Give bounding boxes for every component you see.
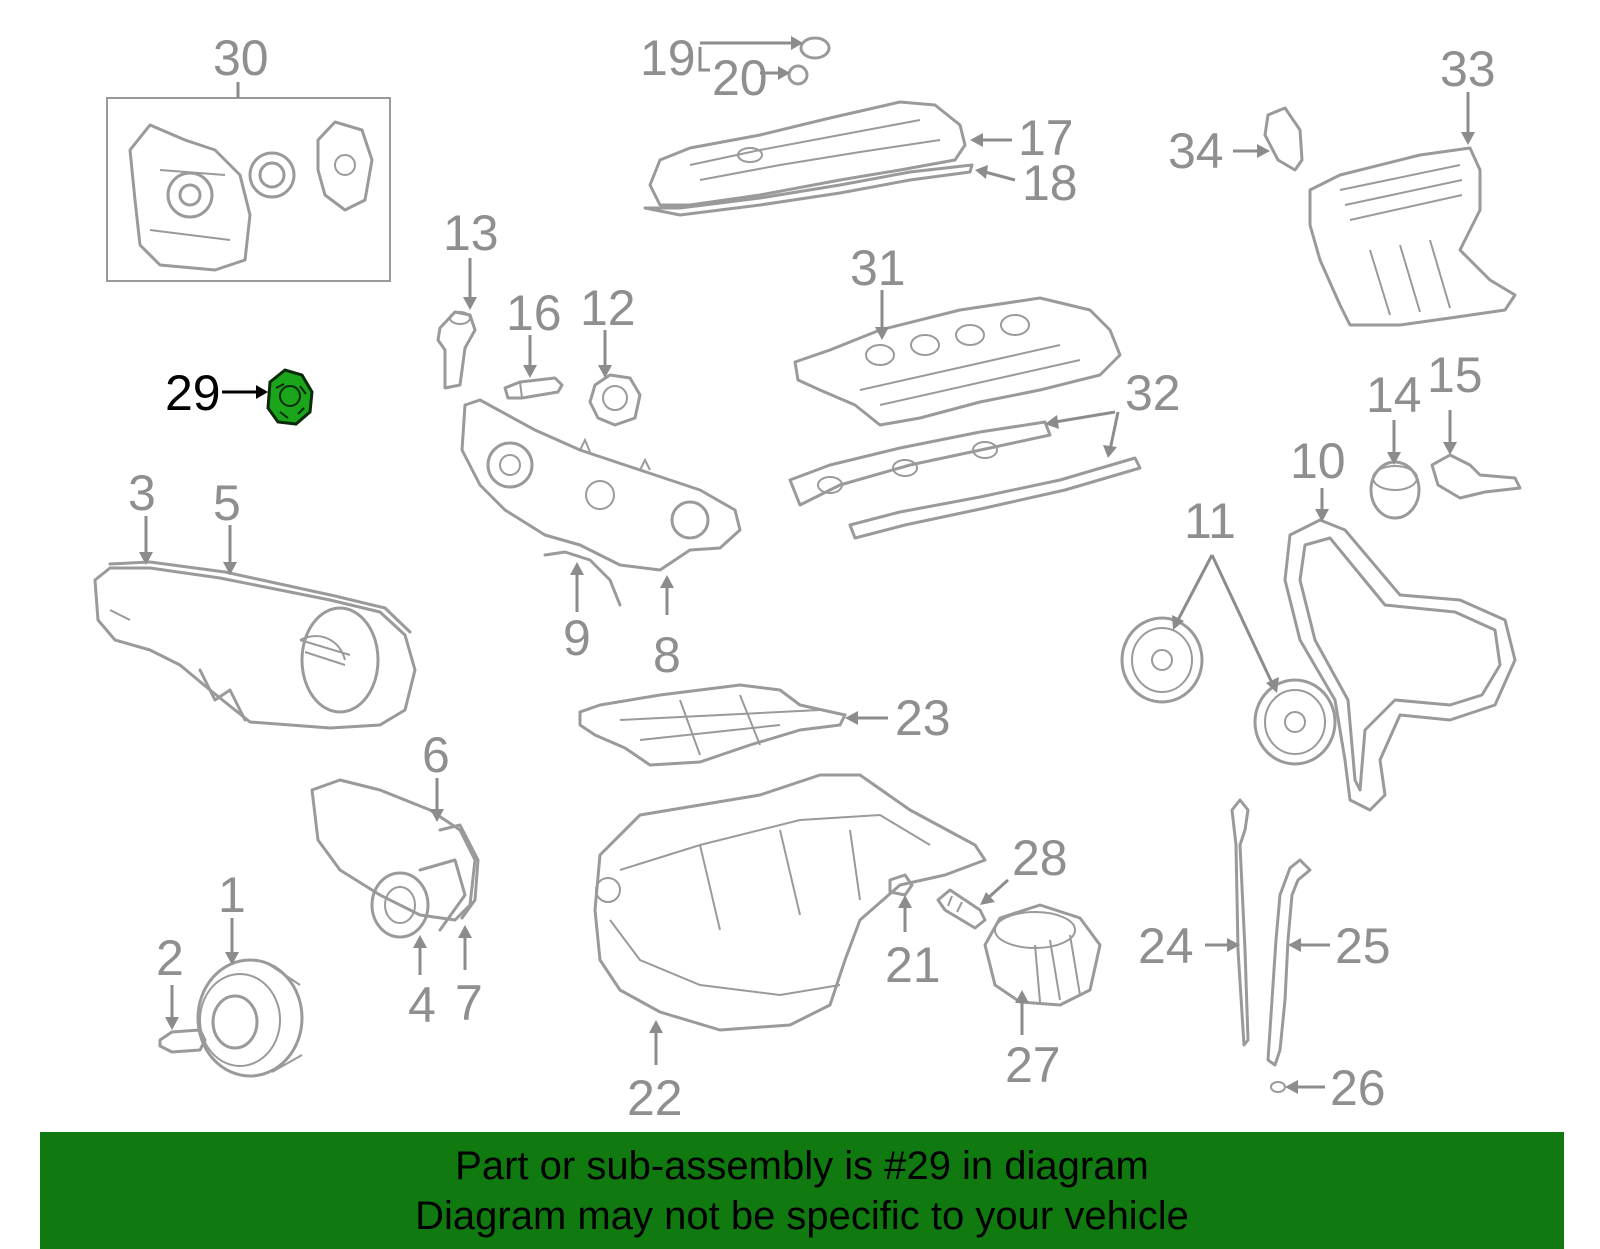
callout-18[interactable]: 18: [1022, 155, 1078, 211]
part-26-o-ring[interactable]: [1270, 1081, 1286, 1093]
part-9-seal[interactable]: [543, 550, 622, 607]
part-23-baffle[interactable]: [578, 683, 847, 767]
callout-23[interactable]: 23: [895, 690, 951, 746]
part-1-crank-pulley[interactable]: [196, 958, 304, 1078]
part-30-oil-pump-kit[interactable]: [106, 97, 391, 282]
callout-30[interactable]: 30: [213, 30, 269, 86]
callout-16[interactable]: 16: [506, 285, 562, 341]
callout-14[interactable]: 14: [1366, 367, 1422, 423]
callout-32[interactable]: 32: [1125, 365, 1181, 421]
part-33-manifold[interactable]: [1308, 146, 1517, 327]
banner-line-2: Diagram may not be specific to your vehi…: [415, 1193, 1189, 1238]
callout-10[interactable]: 10: [1290, 433, 1346, 489]
callout-31[interactable]: 31: [850, 240, 906, 296]
callout-5[interactable]: 5: [213, 475, 241, 531]
info-banner: Part or sub-assembly is #29 in diagram D…: [40, 1132, 1564, 1249]
callout-9[interactable]: 9: [563, 610, 591, 666]
callout-26[interactable]: 26: [1330, 1060, 1386, 1116]
part-10-timing-belt[interactable]: [1283, 518, 1517, 812]
callout-3[interactable]: 3: [128, 465, 156, 521]
callout-28[interactable]: 28: [1012, 830, 1068, 886]
callout-21[interactable]: 21: [885, 937, 941, 993]
part-7-gasket[interactable]: [438, 823, 480, 920]
part-13-housing[interactable]: [436, 310, 477, 390]
part-6-cover[interactable]: [310, 778, 477, 922]
callout-22[interactable]: 22: [627, 1070, 683, 1126]
part-15-bracket[interactable]: [1430, 453, 1522, 500]
part-19-oil-cap[interactable]: [799, 36, 831, 60]
callout-12[interactable]: 12: [580, 280, 636, 336]
callout-4[interactable]: 4: [408, 977, 436, 1033]
part-17-valve-cover[interactable]: [648, 100, 967, 207]
part-2-bolt[interactable]: [158, 1028, 207, 1054]
callout-24[interactable]: 24: [1138, 918, 1194, 974]
part-29-highlighted[interactable]: [266, 368, 314, 426]
part-32-gaskets[interactable]: [788, 420, 1142, 540]
callout-17[interactable]: 17: [1018, 110, 1074, 166]
part-21-drain-plug[interactable]: [888, 873, 914, 897]
part-24-dipstick[interactable]: [1230, 798, 1250, 1047]
callout-19[interactable]: 19: [640, 30, 696, 86]
part-34-gasket[interactable]: [1263, 106, 1304, 172]
callout-2[interactable]: 2: [156, 930, 184, 986]
callout-11[interactable]: 11: [1184, 493, 1236, 549]
part-31-intake[interactable]: [793, 296, 1122, 427]
callout-20[interactable]: 20: [712, 50, 768, 106]
callout-1[interactable]: 1: [218, 867, 246, 923]
part-4-pump[interactable]: [370, 858, 467, 939]
callout-34[interactable]: 34: [1168, 123, 1224, 179]
callout-27[interactable]: 27: [1005, 1037, 1061, 1093]
callout-13[interactable]: 13: [443, 205, 499, 261]
banner-line-1: Part or sub-assembly is #29 in diagram: [455, 1143, 1149, 1188]
part-28-fitting[interactable]: [936, 888, 987, 930]
part-11-cam-pulleys[interactable]: [1120, 616, 1337, 766]
part-14-pulley[interactable]: [1369, 460, 1421, 520]
part-12-idler[interactable]: [588, 373, 642, 427]
callout-8[interactable]: 8: [653, 627, 681, 683]
part-25-dipstick-guide[interactable]: [1266, 858, 1312, 1067]
callout-6[interactable]: 6: [422, 727, 450, 783]
callout-7[interactable]: 7: [455, 975, 483, 1031]
part-5-gasket[interactable]: [108, 560, 412, 634]
callout-29[interactable]: 29: [165, 365, 221, 421]
part-16-bolt[interactable]: [503, 376, 564, 400]
callout-25[interactable]: 25: [1335, 918, 1391, 974]
part-3-timing-cover[interactable]: [93, 566, 417, 730]
part-20-gasket[interactable]: [787, 64, 809, 86]
part-22-oil-pan[interactable]: [593, 773, 987, 1032]
callout-15[interactable]: 15: [1427, 347, 1483, 403]
part-18-gasket[interactable]: [643, 163, 974, 217]
part-8-rear-cover[interactable]: [460, 398, 742, 572]
callout-33[interactable]: 33: [1440, 41, 1496, 97]
part-27-oil-filter[interactable]: [983, 903, 1102, 1007]
